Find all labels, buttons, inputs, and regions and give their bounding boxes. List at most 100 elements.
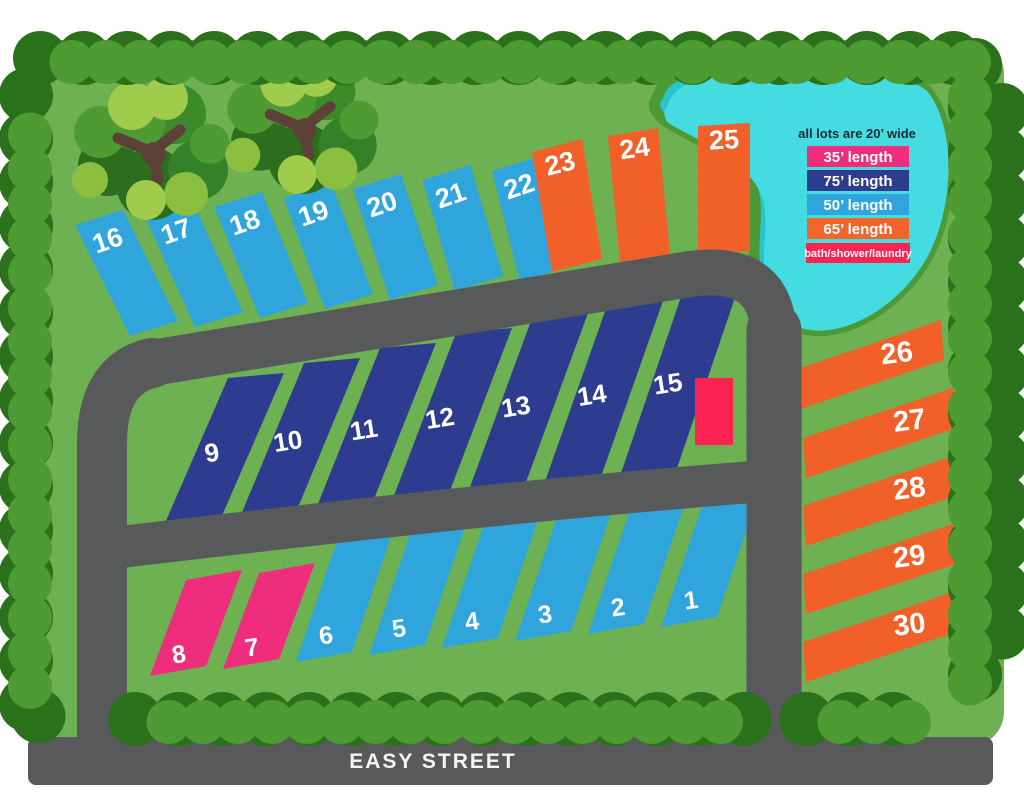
lot-30[interactable]: 30	[803, 592, 956, 682]
lot-11[interactable]: 11	[314, 343, 436, 514]
lot-shape	[698, 123, 750, 254]
lot-28[interactable]: 28	[803, 456, 956, 546]
lot-24[interactable]: 24	[608, 128, 670, 262]
lot-9[interactable]: 9	[162, 373, 284, 530]
entrance-road[interactable]	[77, 338, 177, 765]
lot-number-label: 15	[651, 366, 684, 400]
lot-shape	[162, 373, 284, 530]
lot-shape	[803, 524, 956, 614]
lot-4[interactable]: 4	[442, 514, 540, 648]
legend-item-50: 50’ length	[807, 194, 909, 215]
lot-20[interactable]: 20	[353, 174, 438, 300]
lot-number-label: 30	[891, 607, 927, 643]
lot-number-label: 5	[390, 614, 408, 644]
lot-6[interactable]: 6	[296, 528, 394, 662]
lot-16[interactable]: 16	[75, 210, 178, 336]
lot-number-label: 14	[575, 378, 609, 412]
lot-number-label: 4	[463, 607, 481, 637]
lot-23[interactable]: 23	[532, 139, 602, 272]
lot-18[interactable]: 18	[214, 192, 308, 318]
legend-note: all lots are 20’ wide	[798, 126, 916, 141]
lot-5[interactable]: 5	[369, 521, 467, 655]
lot-number-label: 7	[243, 633, 261, 663]
lot-number-label: 3	[536, 600, 554, 630]
lot-1[interactable]: 1	[661, 493, 759, 627]
legend-swatch-75	[807, 170, 909, 191]
legend-label-bath: bath/shower/laundry	[804, 248, 912, 260]
lot-number-label: 25	[708, 124, 740, 156]
lot-shape	[515, 507, 613, 641]
lot-shape	[75, 210, 178, 336]
lot-7[interactable]: 7	[223, 563, 315, 669]
lot-14[interactable]: 14	[542, 298, 664, 490]
lower-loop-road[interactable]	[91, 461, 773, 569]
legend-swatch-50	[807, 194, 909, 215]
lot-shape	[466, 313, 588, 498]
lot-number-label: 27	[891, 403, 927, 439]
lot-29[interactable]: 29	[803, 524, 956, 614]
lot-shape	[542, 298, 664, 490]
lot-shape	[661, 493, 759, 627]
lot-number-label: 2	[609, 593, 627, 623]
lot-shape	[296, 528, 394, 662]
lot-shape	[214, 192, 308, 318]
lot-shape	[532, 139, 602, 272]
lot-shape	[353, 174, 438, 300]
lot-shape	[442, 514, 540, 648]
lot-10[interactable]: 10	[238, 358, 360, 522]
lot-21[interactable]: 21	[422, 165, 504, 291]
lot-2[interactable]: 2	[588, 500, 686, 634]
easy-street-road[interactable]	[28, 737, 993, 785]
legend-item-65: 65’ length	[807, 218, 909, 239]
lot-shape	[422, 165, 503, 291]
lot-12[interactable]: 12	[390, 328, 512, 506]
lot-number-label: 24	[618, 131, 652, 165]
lot-25[interactable]: 25	[698, 123, 750, 254]
lot-number-label: 6	[317, 621, 335, 651]
bath-shower-laundry-building[interactable]	[695, 378, 733, 445]
lot-number-label: 12	[423, 401, 456, 435]
lot-number-label: 23	[542, 145, 578, 181]
legend-swatch-65	[807, 218, 909, 239]
lot-shape	[618, 283, 740, 482]
lot-number-label: 9	[202, 437, 221, 469]
lot-number-label: 10	[271, 424, 304, 458]
lot-shape	[150, 570, 242, 676]
lot-number-label: 1	[682, 586, 700, 616]
lot-shape	[283, 183, 373, 309]
lot-27[interactable]: 27	[803, 388, 956, 478]
lot-shape	[608, 128, 670, 262]
lot-number-label: 13	[499, 389, 532, 423]
legend: all lots are 20’ wide 35’ length 75’ len…	[798, 126, 916, 263]
lot-17[interactable]: 17	[144, 201, 244, 327]
legend-label-75: 75’ length	[823, 173, 892, 190]
lot-shape	[803, 456, 956, 546]
lot-shape	[789, 320, 944, 412]
lot-number-label: 26	[879, 336, 915, 372]
legend-label-35: 35’ length	[823, 149, 892, 166]
roads	[77, 249, 802, 770]
lot-8[interactable]: 8	[150, 570, 242, 676]
legend-label-65: 65’ length	[823, 221, 892, 238]
lot-shape	[588, 500, 686, 634]
lot-shape	[223, 563, 315, 669]
legend-item-bath: bath/shower/laundry	[804, 243, 913, 263]
lot-shape	[144, 201, 243, 327]
lot-shape	[369, 521, 467, 655]
lot-13[interactable]: 13	[466, 313, 588, 498]
lot-19[interactable]: 19	[283, 183, 374, 309]
lot-26[interactable]: 26	[789, 320, 944, 412]
lot-number-label: 29	[891, 539, 927, 575]
lot-shape	[314, 343, 436, 514]
legend-swatch-35	[807, 146, 909, 167]
lot-shape	[803, 388, 956, 478]
lot-shape	[238, 358, 360, 522]
hedge-light-layer	[8, 40, 1007, 744]
lot-15[interactable]: 15	[618, 283, 740, 482]
lot-number-label: 8	[170, 640, 188, 670]
legend-item-35: 35’ length	[807, 146, 909, 167]
lot-3[interactable]: 3	[515, 507, 613, 641]
lot-shape	[803, 592, 956, 682]
